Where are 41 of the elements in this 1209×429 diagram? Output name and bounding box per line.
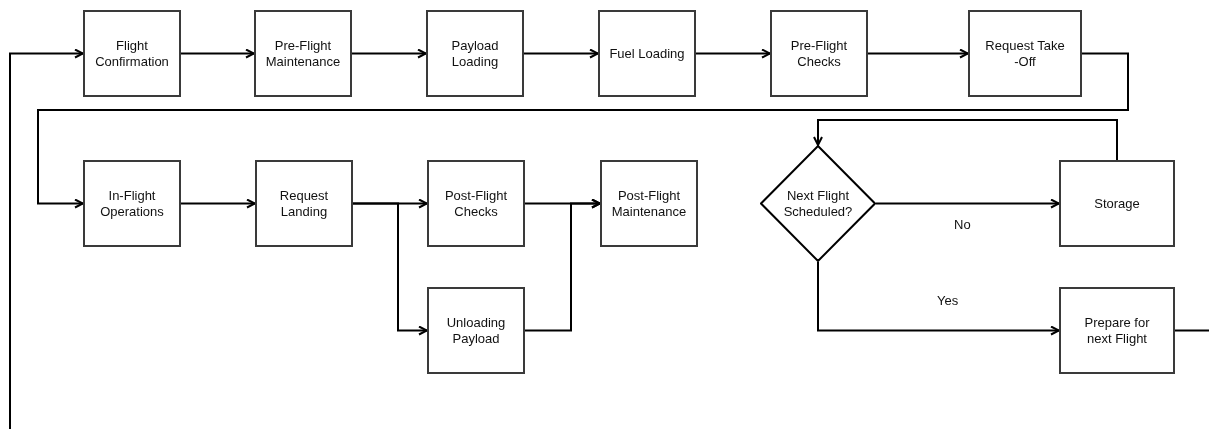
arrow — [875, 198, 1060, 209]
arrow — [695, 48, 771, 59]
node-label: Storage — [1093, 195, 1141, 212]
arrow — [523, 48, 599, 59]
node-label: Post-Flight Maintenance — [610, 187, 688, 220]
node-label: Request Take -Off — [984, 37, 1066, 70]
process-box — [968, 10, 1082, 97]
process-box — [770, 10, 868, 97]
arrow — [352, 202, 428, 336]
arrow — [524, 198, 601, 332]
arrow — [867, 48, 969, 59]
node-label: Next Flight Scheduled? — [782, 187, 854, 220]
arrow — [180, 198, 256, 209]
node-label: Prepare for next Flight — [1083, 314, 1151, 347]
process-box — [426, 10, 524, 97]
arrow — [813, 119, 1118, 161]
node-label: Pre-Flight Checks — [789, 37, 849, 70]
process-box — [598, 10, 696, 97]
arrow — [9, 48, 84, 429]
process-box — [427, 160, 525, 247]
arrow — [180, 48, 255, 59]
arrow — [351, 48, 427, 59]
node-label: Request Landing — [278, 187, 330, 220]
process-box — [254, 10, 352, 97]
process-box — [83, 160, 181, 247]
node-label: Fuel Loading — [608, 45, 686, 62]
node-label: Unloading Payload — [445, 314, 507, 347]
process-box — [1059, 287, 1175, 374]
process-box — [83, 10, 181, 97]
node-label: Payload Loading — [450, 37, 500, 70]
process-box — [255, 160, 353, 247]
arrow — [817, 261, 1060, 336]
arrow — [37, 52, 1129, 209]
node-label: Post-Flight Checks — [443, 187, 509, 220]
node-label: Flight Confirmation — [94, 37, 170, 70]
node-label: In-Flight Operations — [99, 187, 165, 220]
node-label: Pre-Flight Maintenance — [264, 37, 342, 70]
process-box — [600, 160, 698, 247]
process-box — [1059, 160, 1175, 247]
process-box — [427, 287, 525, 374]
decision-diamond — [760, 145, 876, 262]
